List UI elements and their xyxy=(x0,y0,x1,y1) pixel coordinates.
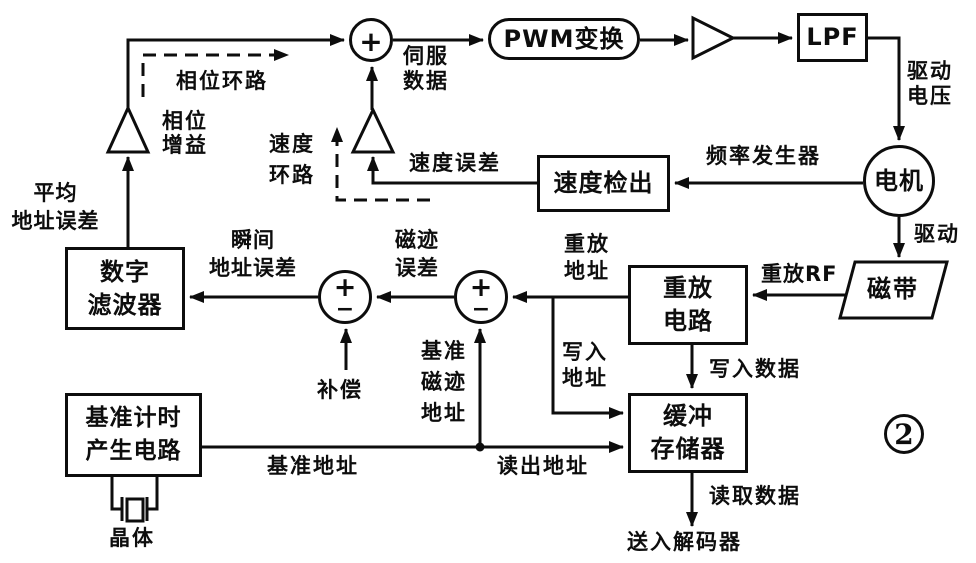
speed-amp-icon xyxy=(350,106,396,154)
minus-sign: − xyxy=(335,297,355,322)
playback-circuit-block: 重放 电路 xyxy=(628,265,748,345)
servo-data-label: 伺服 数据 xyxy=(403,44,449,93)
instant-address-error-label: 瞬间 地址误差 xyxy=(209,228,297,280)
plus-sign: + xyxy=(333,272,357,303)
track-error-label: 磁迹 误差 xyxy=(395,228,439,280)
to-decoder-label: 送入解码器 xyxy=(627,530,742,554)
drive-label: 驱动 xyxy=(914,222,960,246)
frequency-generator-label: 频率发生器 xyxy=(706,144,821,168)
drive-voltage-label: 驱动 电压 xyxy=(907,59,953,108)
power-amp-icon xyxy=(691,15,737,61)
wire-write-addr xyxy=(551,297,624,419)
compensation-sum-junction: + − xyxy=(318,270,372,324)
playback-address-label: 重放 地址 xyxy=(564,232,610,283)
read-data-label: 读取数据 xyxy=(709,484,801,508)
buffer-memory-block: 缓冲 存储器 xyxy=(628,393,748,473)
phase-loop-dashed-arrow xyxy=(141,49,289,97)
minus-sign: − xyxy=(471,297,491,322)
write-address-label: 写入 地址 xyxy=(562,340,608,390)
motor-block: 电机 xyxy=(863,145,935,217)
plus-sign: + xyxy=(359,25,383,58)
crystal-label: 晶体 xyxy=(109,526,155,550)
average-address-error-label: 平均 地址误差 xyxy=(11,181,100,233)
compensation-label: 补偿 xyxy=(317,378,363,402)
digital-filter-block: 数字 滤波器 xyxy=(65,247,185,330)
plus-sign: + xyxy=(469,272,493,303)
wire-speeddetect-to-speedamp xyxy=(367,156,537,185)
servo-sum-junction: + xyxy=(349,18,393,62)
readout-address-label: 读出地址 xyxy=(497,454,589,478)
wire-lpf-to-motor xyxy=(868,36,905,141)
write-data-label: 写入数据 xyxy=(709,357,801,381)
track-error-sum-junction: + − xyxy=(454,270,508,324)
wire-phase-to-sum xyxy=(126,34,345,108)
speed-loop-label: 速度 环路 xyxy=(269,132,315,187)
speed-detect-block: 速度检出 xyxy=(537,155,670,212)
playback-rf-label: 重放RF xyxy=(761,262,838,286)
pwm-converter-block: PWM变换 xyxy=(488,18,640,60)
phase-gain-amp-icon xyxy=(105,104,151,154)
tape-label: 磁带 xyxy=(867,275,919,303)
phase-loop-label: 相位环路 xyxy=(176,69,268,93)
reference-address-label: 基准地址 xyxy=(267,454,359,478)
crystal-lead-right xyxy=(148,477,159,511)
speed-loop-dashed-arrow xyxy=(331,127,430,202)
lpf-block: LPF xyxy=(797,13,868,62)
reference-timing-block: 基准计时 产生电路 xyxy=(65,393,202,477)
tape-parallelogram xyxy=(838,260,949,320)
crystal-lead-left xyxy=(110,477,121,511)
phase-gain-label: 相位 增益 xyxy=(162,109,208,157)
figure-number-badge: 2 xyxy=(884,414,924,454)
junction-dot xyxy=(475,442,485,452)
speed-error-label: 速度误差 xyxy=(409,151,501,175)
crystal-body xyxy=(125,497,145,523)
reference-track-address-label: 基准 磁迹 地址 xyxy=(421,339,467,425)
